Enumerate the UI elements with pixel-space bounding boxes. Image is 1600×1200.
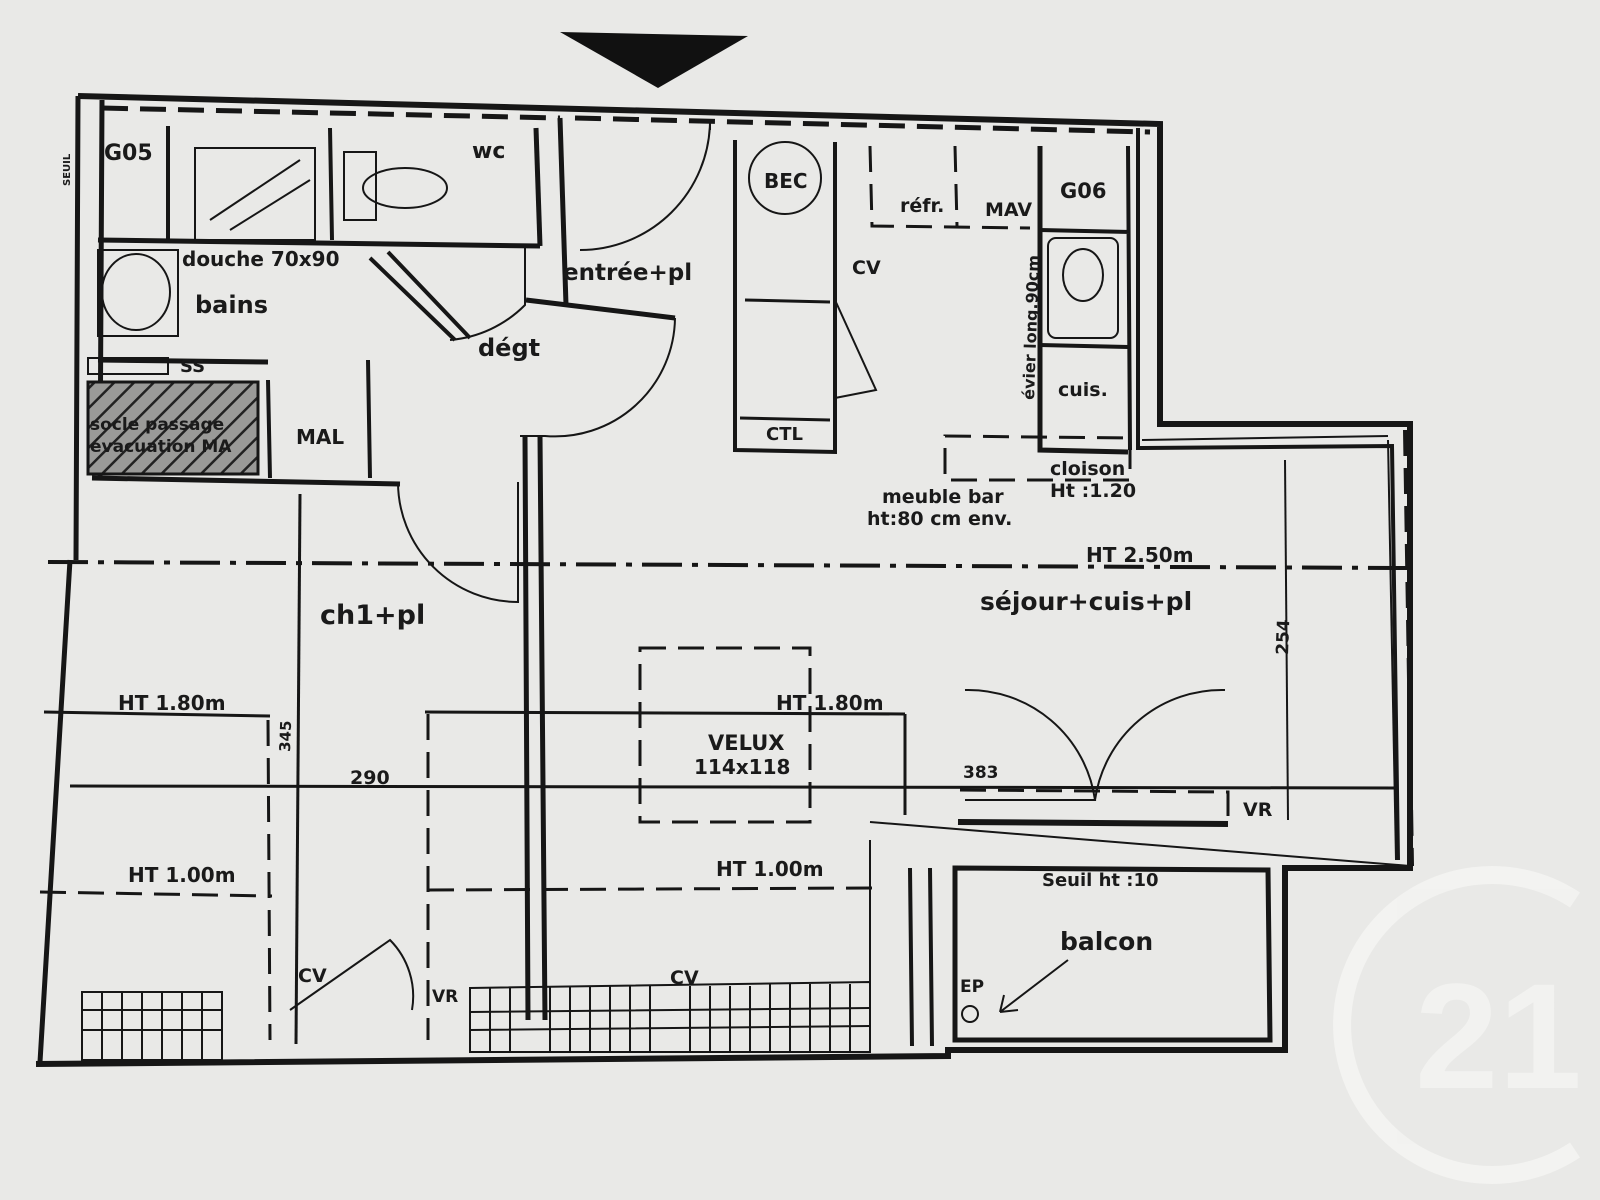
logo-text: 21 <box>1415 952 1582 1120</box>
hatched-panel <box>86 380 260 476</box>
washbasin-icon <box>101 253 171 331</box>
label-sejour: séjour+cuis+pl <box>980 587 1192 616</box>
label-bec: BEC <box>764 169 808 193</box>
label-ctl: CTL <box>766 424 803 445</box>
room-labels: G05 wc douche 70x90 bains SS socle passa… <box>62 139 1294 1007</box>
shower-tray <box>194 147 316 241</box>
label-cloison: cloison <box>1050 458 1125 480</box>
label-seuil: Seuil ht :10 <box>1042 870 1159 891</box>
label-ht-250: HT 2.50m <box>1086 543 1194 567</box>
label-ht-100-mid: HT 1.00m <box>716 857 824 881</box>
label-dim-290: 290 <box>350 767 390 789</box>
fixtures <box>86 141 1119 476</box>
label-mav: MAV <box>985 199 1032 221</box>
label-g06: G06 <box>1060 179 1106 203</box>
water-heater-icon <box>748 141 822 215</box>
label-meuble-bar-ht: ht:80 cm env. <box>867 508 1012 530</box>
label-ss: SS <box>180 356 205 377</box>
label-wc: wc <box>472 139 505 164</box>
outer-walls <box>35 93 1414 1067</box>
label-cloison-ht: Ht :1.20 <box>1050 480 1136 502</box>
label-dim-345: 345 <box>276 720 295 752</box>
label-cv-3: CV <box>670 967 699 989</box>
balcony <box>81 788 1411 1061</box>
label-entree: entrée+pl <box>563 260 692 286</box>
sink-icon <box>1047 237 1119 339</box>
label-ht-100-left: HT 1.00m <box>128 863 236 887</box>
label-ep: EP <box>960 977 984 997</box>
label-degt: dégt <box>478 334 540 362</box>
label-ht-180-mid: HT 1.80m <box>776 691 884 715</box>
label-dim-254: 254 <box>1273 619 1294 655</box>
label-meuble-bar: meuble bar <box>882 486 1004 508</box>
label-vr-left: VR <box>432 987 458 1007</box>
label-cv-2: CV <box>298 965 327 987</box>
label-vr-right: VR <box>1243 799 1273 821</box>
label-evacuation: évacuation MA <box>90 437 232 457</box>
label-balcon: balcon <box>1060 927 1153 956</box>
toilet-icon <box>362 167 448 209</box>
label-douche: douche 70x90 <box>182 247 339 271</box>
label-ch1: ch1+pl <box>320 600 425 631</box>
label-dim-383: 383 <box>963 763 999 783</box>
height-lines <box>39 459 1409 1045</box>
label-refr: réfr. <box>900 195 944 217</box>
label-socle: socle passage <box>90 415 224 435</box>
label-ht-180-left: HT 1.80m <box>118 691 226 715</box>
label-g05: G05 <box>104 141 153 166</box>
label-side-small: SEUIL <box>62 153 73 186</box>
interior-walls <box>91 117 1132 1021</box>
label-mal: MAL <box>296 425 344 449</box>
north-arrow-icon <box>560 32 748 88</box>
label-velux-size: 114x118 <box>694 755 790 779</box>
door-swings <box>289 121 1226 1011</box>
label-cv-1: CV <box>852 257 881 279</box>
century21-logo: 21 <box>1333 866 1582 1184</box>
label-velux: VELUX <box>708 731 784 755</box>
label-cuis: cuis. <box>1058 379 1108 401</box>
label-bains: bains <box>195 291 268 319</box>
